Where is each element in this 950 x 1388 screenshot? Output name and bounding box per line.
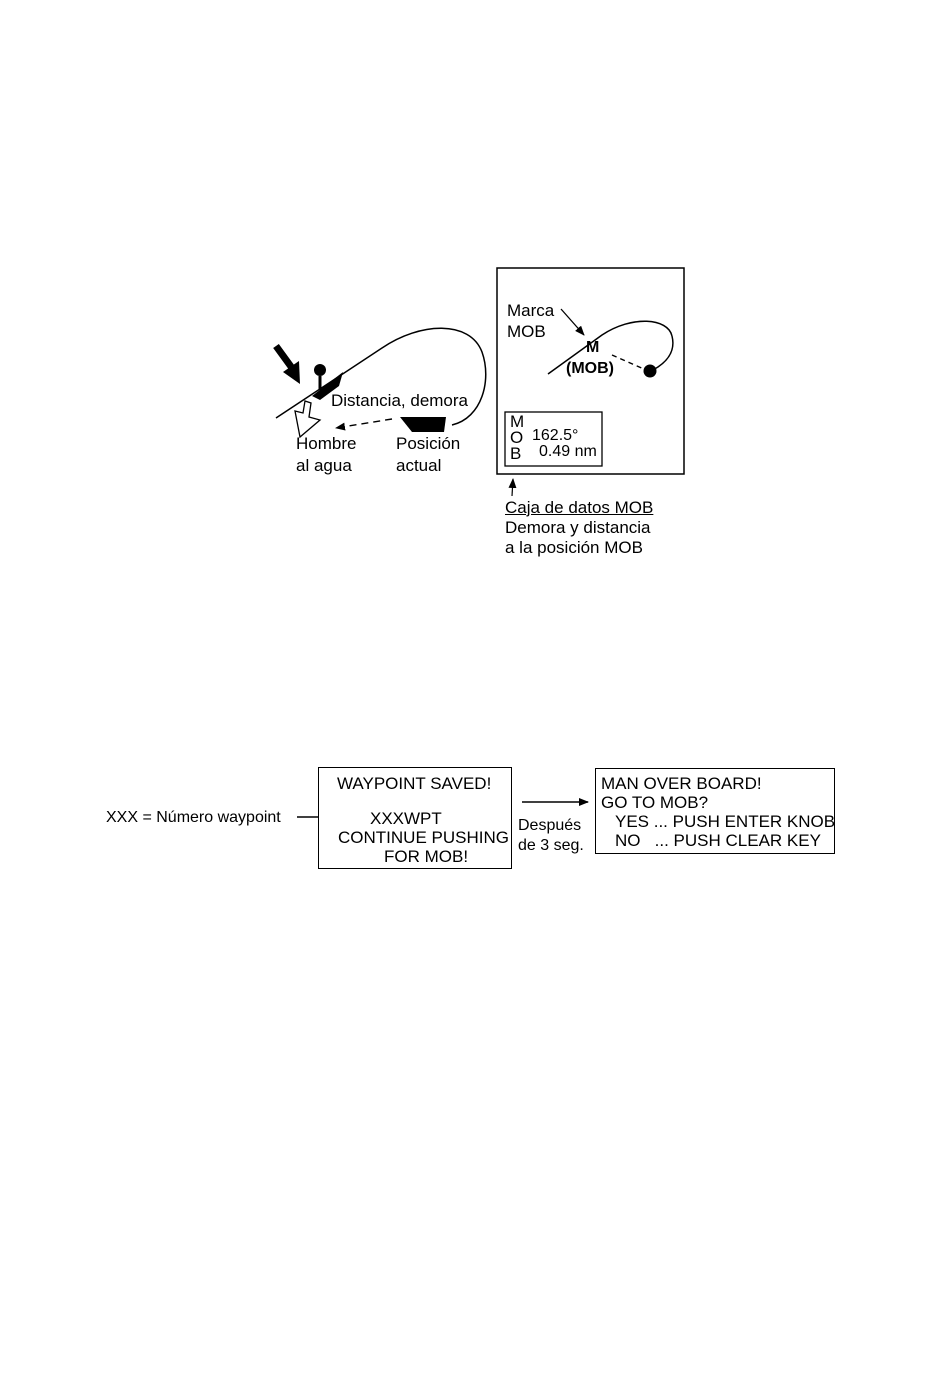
mob-mark-tag: (MOB): [566, 360, 614, 377]
screen2-line4: NO ... PUSH CLEAR KEY: [615, 831, 821, 850]
mob-vertical-letter-o: O: [510, 428, 524, 447]
plotter-screen-frame: [496, 267, 685, 475]
current-position-label-line1: Posición: [396, 434, 461, 453]
mob-data-box-frame: [504, 411, 603, 467]
mob-marker-callout-line1: Marca: [507, 301, 555, 320]
caption-line2: a la posición MOB: [505, 538, 643, 557]
mob-vertical-letter-m: M: [510, 412, 525, 431]
waypoint-number-legend: XXX = Número waypoint: [106, 809, 281, 826]
man-overboard-hollow-arrow-icon: [294, 400, 322, 439]
man-overboard-label-line2: al agua: [296, 456, 352, 475]
mob-callout-arrow: [560, 308, 585, 336]
transition-label-line2: de 3 seg.: [518, 837, 584, 854]
mob-distance-value: 0.49 nm: [539, 443, 597, 460]
range-bearing-label: Distancia, demora: [331, 391, 469, 410]
screen1-line1: WAYPOINT SAVED!: [337, 774, 492, 793]
plotter-dashed-line: [611, 354, 647, 371]
mob-marker-callout-line2: MOB: [507, 322, 546, 341]
mob-bearing-value: 162.5°: [532, 427, 579, 444]
screen1-line4: FOR MOB!: [384, 847, 469, 866]
screen1-line2: XXXWPT: [370, 809, 442, 828]
screen2-line3: YES ... PUSH ENTER KNOB: [615, 812, 836, 831]
plotter-track-line: [547, 320, 674, 375]
ship-with-person-icon: [312, 364, 343, 400]
approach-arrow-icon: [273, 343, 300, 384]
range-bearing-dashed-line: [335, 418, 393, 431]
caption-pointer-arrow: [508, 478, 517, 497]
man-over-board-screen: MAN OVER BOARD! GO TO MOB? YES ... PUSH …: [595, 768, 835, 854]
caption-line1: Demora y distancia: [505, 518, 651, 537]
ship-track-line: [275, 327, 487, 426]
screen2-line1: MAN OVER BOARD!: [601, 774, 762, 793]
screen2-line2: GO TO MOB?: [601, 793, 709, 812]
current-position-label-line2: actual: [396, 456, 442, 475]
current-ship-icon: [400, 417, 446, 432]
caption-title: Caja de datos MOB: [505, 498, 654, 517]
mob-mark-letter: M: [586, 339, 600, 356]
own-ship-dot-icon: [643, 364, 657, 378]
man-overboard-label-line1: Hombre: [296, 434, 357, 453]
screen1-line3: CONTINUE PUSHING: [338, 828, 509, 847]
mob-vertical-letter-b: B: [510, 444, 522, 463]
transition-label-line1: Después: [518, 817, 582, 834]
waypoint-saved-screen: WAYPOINT SAVED! XXXWPT CONTINUE PUSHING …: [318, 767, 512, 869]
